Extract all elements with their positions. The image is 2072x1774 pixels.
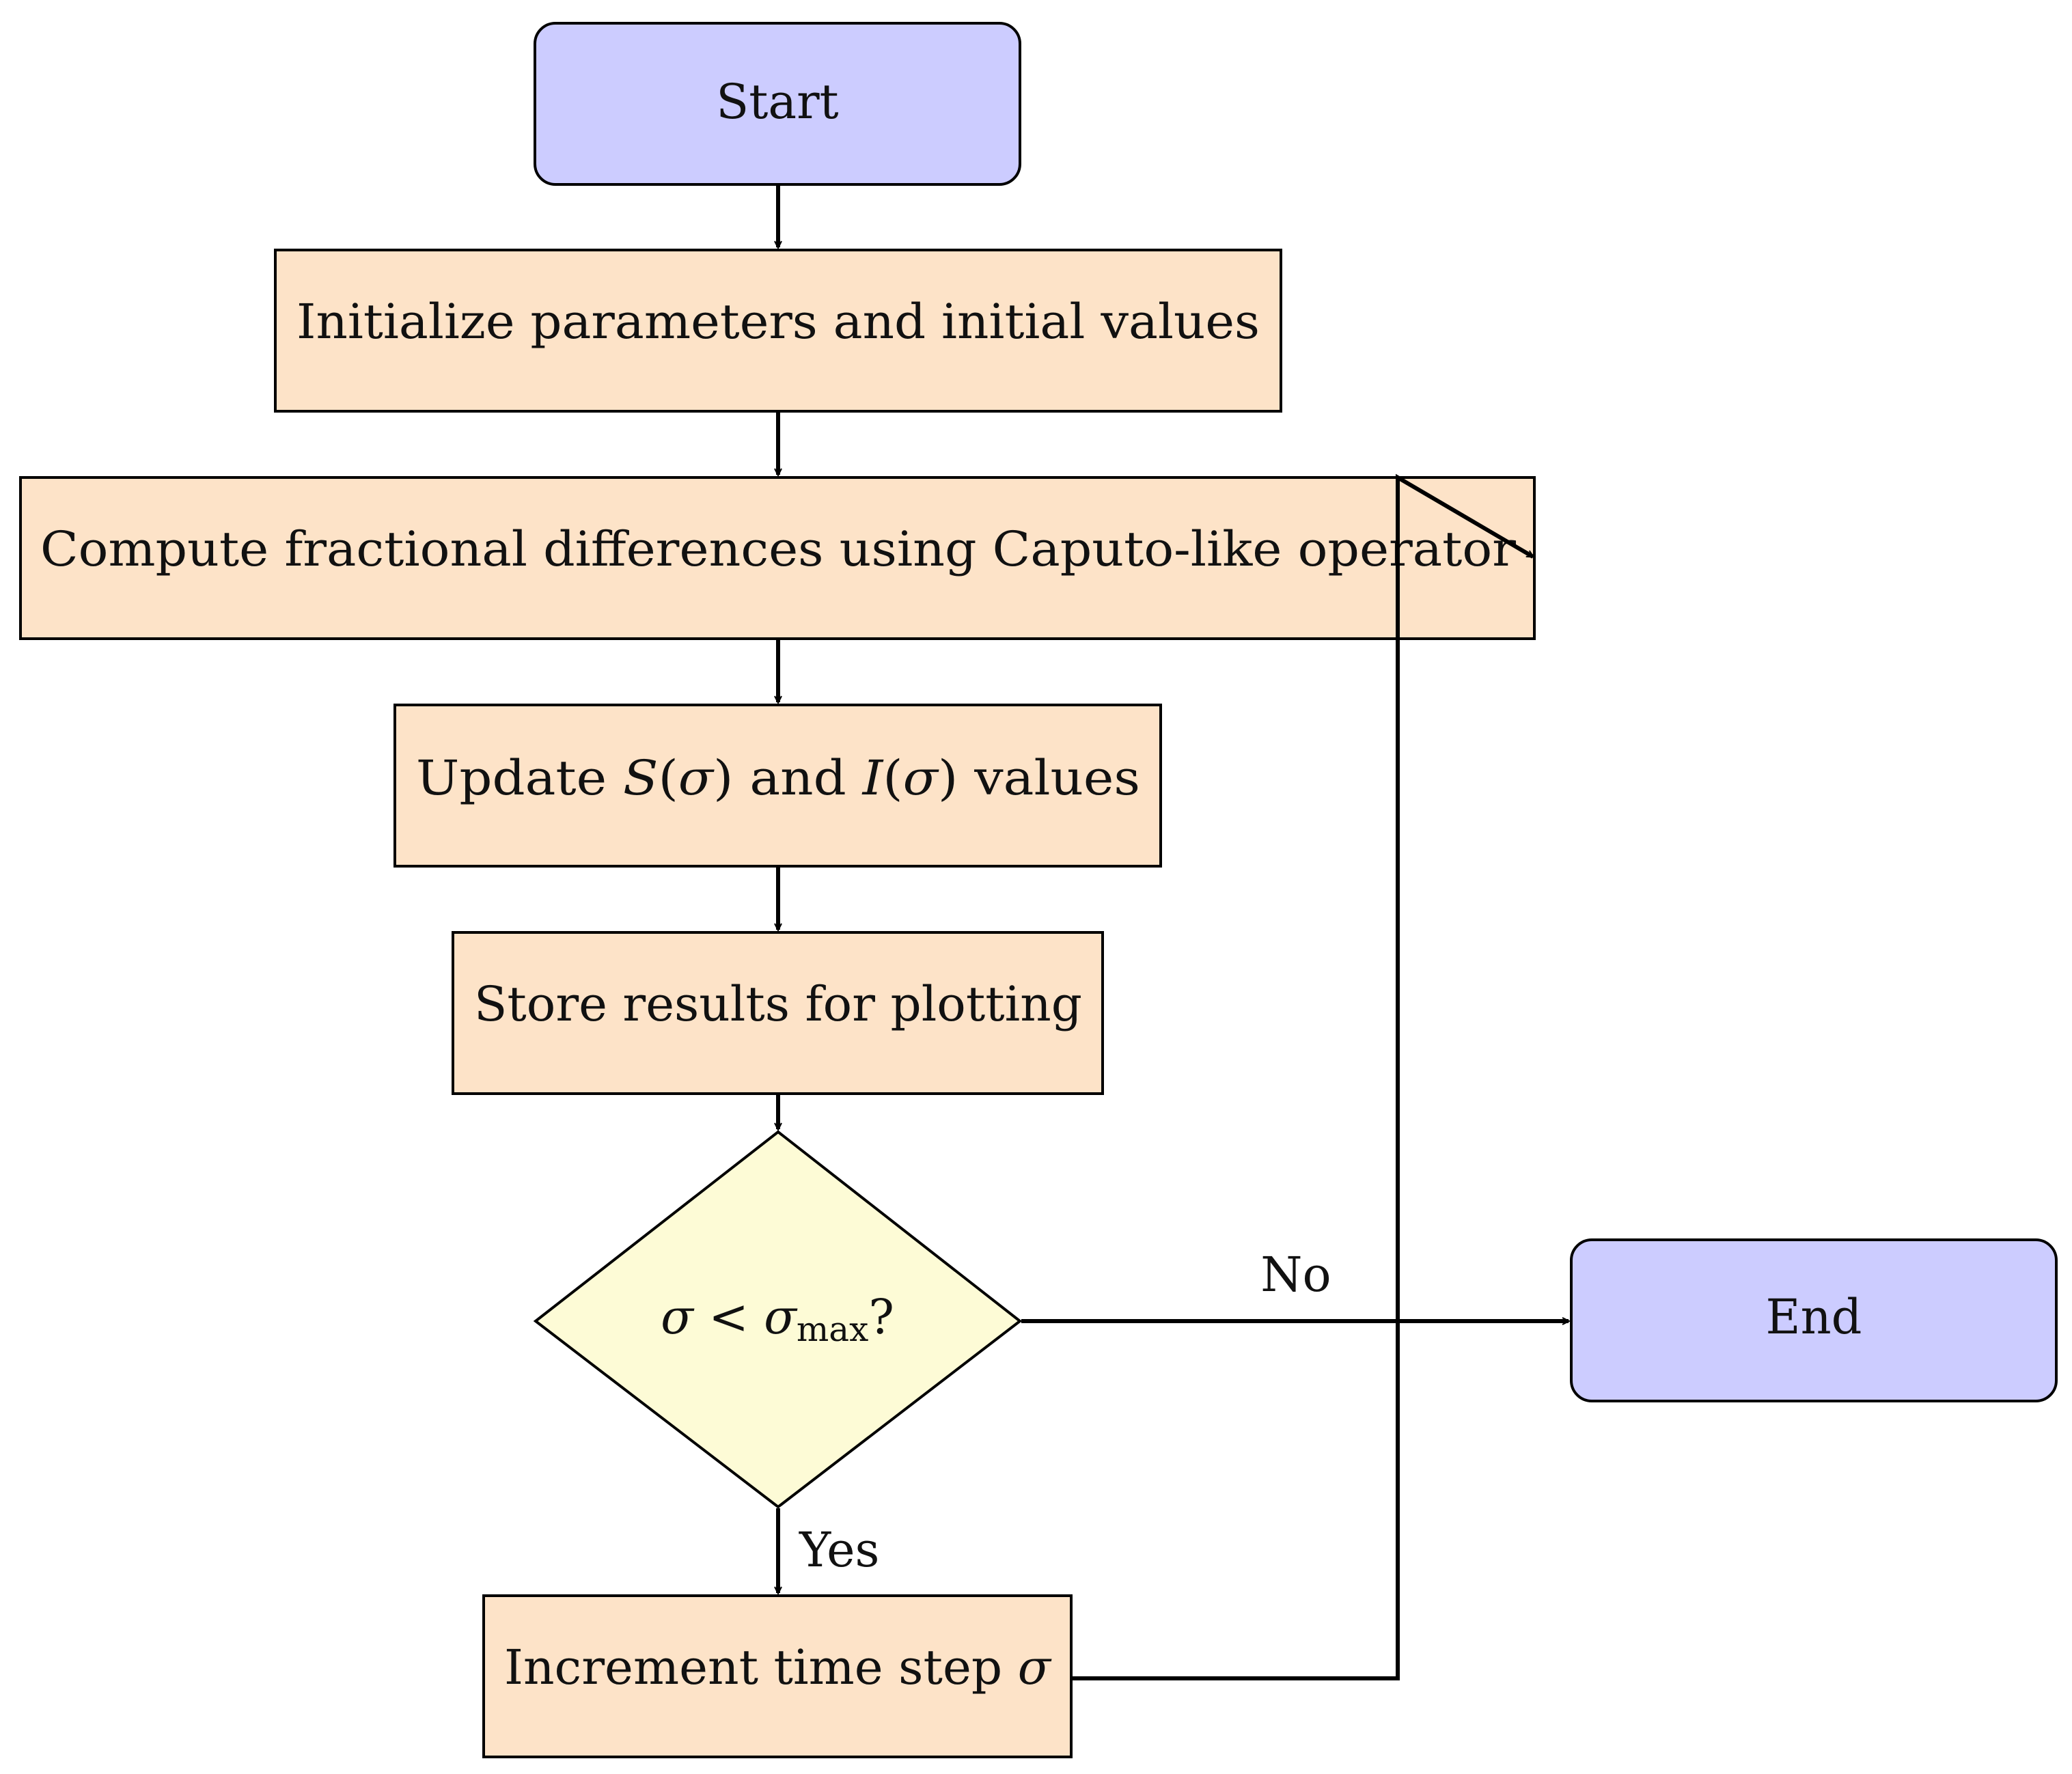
store-node: Store results for plotting: [452, 931, 1104, 1095]
edges: [774, 186, 1571, 1680]
store-node-label: Store results for plotting: [474, 976, 1082, 1032]
end-node-label: End: [1766, 1289, 1862, 1345]
edge-increment-to-compute: [1073, 473, 1535, 1680]
increment-node-label: Increment time step σ: [504, 1639, 1052, 1695]
initialize-node-shape: [274, 249, 1282, 413]
increment-node: Increment time step σ: [482, 1594, 1073, 1758]
compute-node: Compute fractional differences using Cap…: [19, 476, 1536, 640]
initialize-node-label: Initialize parameters and initial values: [296, 294, 1260, 350]
update-node-label: Update S(σ) and I(σ) values: [416, 750, 1140, 806]
start-node-label: Start: [716, 74, 838, 130]
increment-node-shape: [482, 1594, 1073, 1758]
start-node-shape: [534, 22, 1021, 186]
end-node-shape: [1570, 1238, 2058, 1402]
edge-label-no: No: [1260, 1247, 1331, 1303]
initialize-node: Initialize parameters and initial values: [274, 249, 1282, 413]
update-node: Update S(σ) and I(σ) values: [393, 704, 1162, 868]
decision-node-shape: [533, 1130, 1023, 1509]
compute-node-label: Compute fractional differences using Cap…: [40, 521, 1517, 577]
start-node: Start: [534, 22, 1021, 186]
update-node-shape: [393, 704, 1162, 868]
decision-node-label: σ < σmax?: [661, 1289, 894, 1349]
compute-node-shape: [19, 476, 1536, 640]
end-node: End: [1570, 1238, 2058, 1402]
edge-label-yes: Yes: [799, 1522, 879, 1578]
store-node-shape: [452, 931, 1104, 1095]
decision-node: σ < σmax?: [533, 1130, 1023, 1509]
